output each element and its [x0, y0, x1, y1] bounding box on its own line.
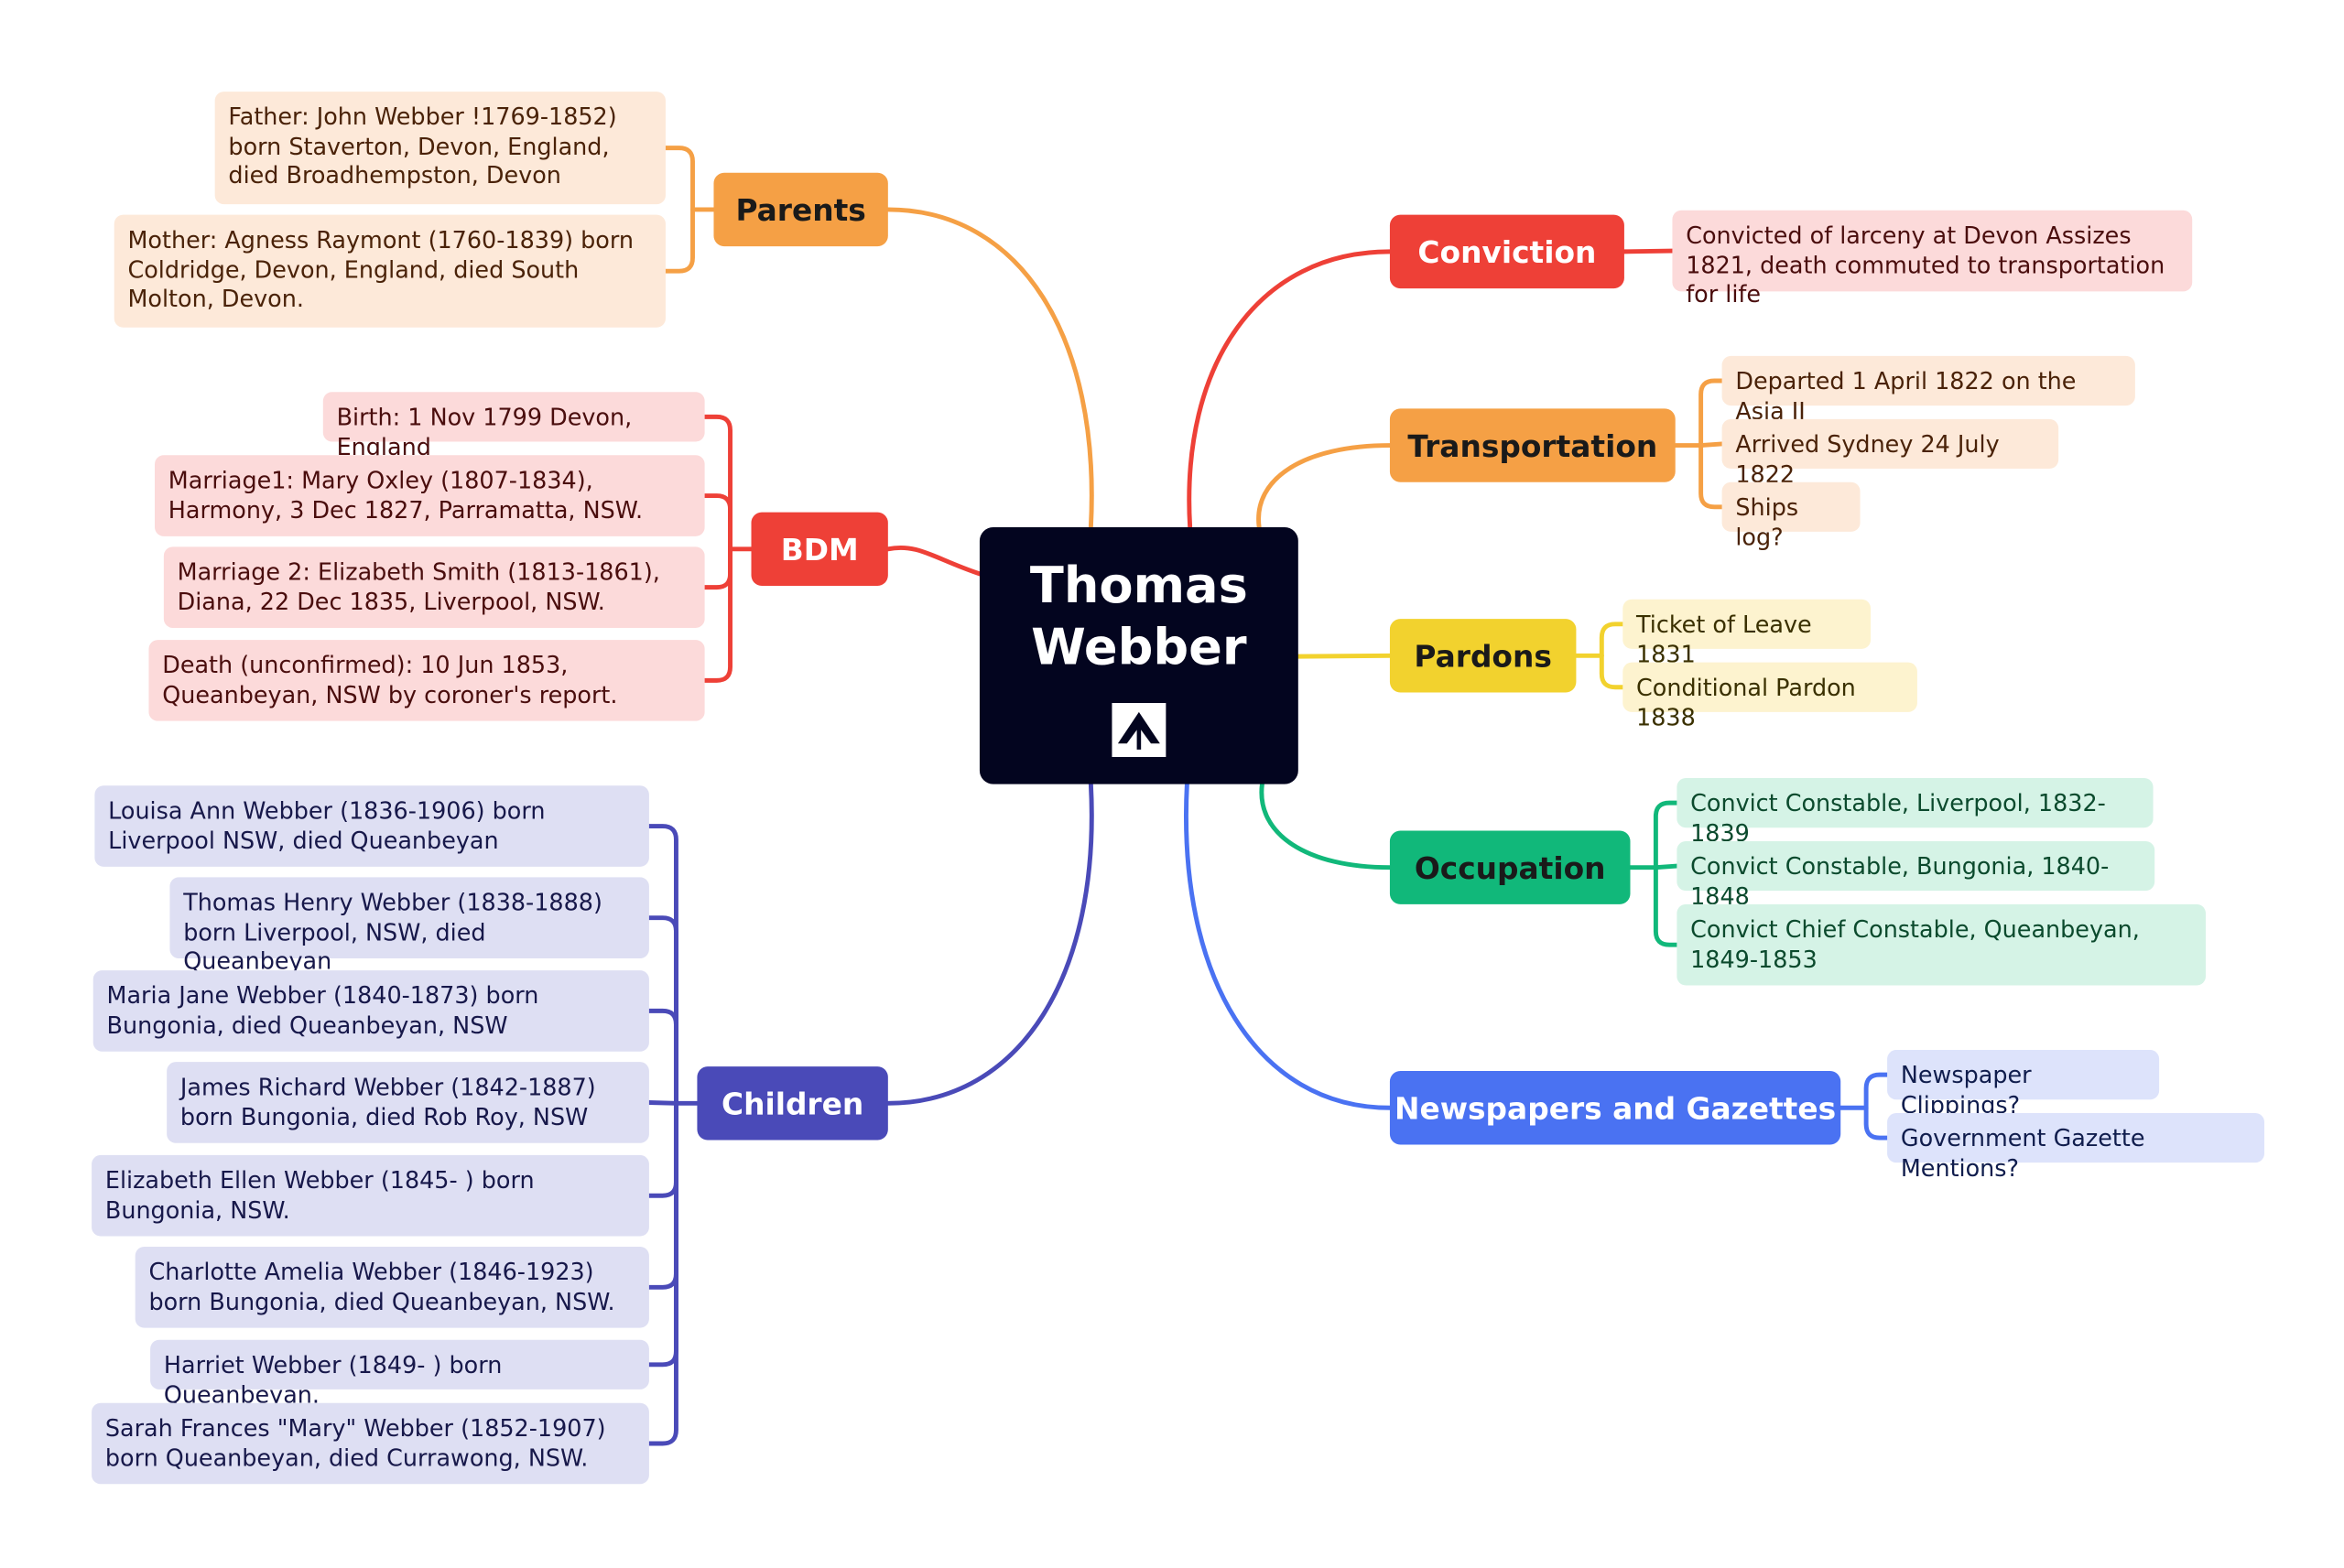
children-item[interactable]: Sarah Frances "Mary" Webber (1852-1907) … — [92, 1402, 649, 1485]
occupation-item[interactable]: Convict Constable, Liverpool, 1832-1839 — [1677, 778, 2154, 847]
connector-central-newspapers — [1184, 782, 1393, 1110]
connector-children-leaf — [646, 915, 678, 1106]
connector-newspapers-leaf — [1863, 1072, 1890, 1110]
conviction-item[interactable]: Convicted of larceny at Devon Assizes 18… — [1672, 210, 2193, 308]
connector-children-leaf — [646, 1008, 678, 1106]
children-item[interactable]: James Richard Webber (1842-1887) born Bu… — [167, 1062, 649, 1143]
bdm-item[interactable]: Death (unconfirmed): 10 Jun 1853, Queanb… — [148, 640, 705, 721]
children-item[interactable]: Thomas Henry Webber (1838-1888) born Liv… — [169, 877, 649, 975]
connector-central-children — [885, 782, 1094, 1106]
connector-children-leaf — [646, 1100, 678, 1198]
branch-transportation[interactable]: Transportation — [1389, 408, 1676, 482]
parents-item[interactable]: Mother: Agness Raymont (1760-1839) born … — [114, 214, 666, 328]
occupation-item[interactable]: Convict Chief Constable, Queanbeyan, 184… — [1677, 903, 2206, 986]
connector-children-leaf — [646, 1100, 678, 1446]
connector-occupation-leaf — [1653, 865, 1679, 947]
connector-occupation-leaf — [1653, 863, 1679, 871]
connector-bdm-leaf — [702, 414, 732, 552]
central-title-line: Webber — [1031, 617, 1247, 676]
children-item[interactable]: Louisa Ann Webber (1836-1906) born Liver… — [94, 785, 649, 867]
pardons-item[interactable]: Conditional Pardon 1838 — [1622, 662, 1917, 730]
transportation-item[interactable]: Arrived Sydney 24 July 1822 — [1721, 418, 2059, 488]
branch-children[interactable]: Children — [697, 1066, 888, 1141]
connector-bdm-leaf — [702, 546, 732, 590]
connector-central-occupation — [1259, 782, 1393, 871]
branch-newspapers[interactable]: Newspapers and Gazettes — [1389, 1071, 1841, 1145]
connector-occupation-leaf — [1653, 800, 1679, 871]
central-title-line: Thomas — [1029, 556, 1248, 615]
connector-conviction-leaf — [1622, 248, 1675, 254]
children-item[interactable]: Harriet Webber (1849- ) born Queanbeyan. — [150, 1339, 649, 1408]
connector-children-leaf — [646, 824, 678, 1106]
transportation-item[interactable]: Ships log? — [1721, 481, 1861, 550]
connector-transportation-leaf — [1698, 443, 1725, 510]
connector-transportation-leaf — [1698, 441, 1725, 449]
children-item[interactable]: Elizabeth Ellen Webber (1845- ) born Bun… — [92, 1154, 649, 1237]
pardons-item[interactable]: Ticket of Leave 1831 — [1622, 599, 1872, 667]
bdm-item[interactable]: Marriage 2: Elizabeth Smith (1813-1861),… — [163, 546, 705, 628]
connector-central-conviction — [1187, 249, 1393, 530]
connector-pardons-leaf — [1599, 622, 1625, 658]
connector-pardons-leaf — [1599, 653, 1625, 690]
connector-children-leaf — [646, 1100, 678, 1368]
connector-children-leaf — [646, 1100, 678, 1106]
connector-parents-leaf — [663, 146, 695, 212]
connector-central-bdm — [885, 545, 982, 577]
branch-parents[interactable]: Parents — [713, 172, 888, 247]
branch-pardons[interactable]: Pardons — [1389, 619, 1577, 693]
transportation-item[interactable]: Departed 1 April 1822 on the Asia II — [1721, 355, 2135, 425]
bdm-item[interactable]: Birth: 1 Nov 1799 Devon, England — [322, 392, 705, 460]
branch-conviction[interactable]: Conviction — [1389, 214, 1624, 289]
parents-item[interactable]: Father: John Webber !1769-1852) born Sta… — [214, 92, 666, 205]
branch-bdm[interactable]: BDM — [751, 512, 888, 586]
connector-central-pardons — [1296, 653, 1393, 659]
newspapers-item[interactable]: Newspaper Clippings? — [1887, 1050, 2160, 1119]
bdm-item[interactable]: Marriage1: Mary Oxley (1807-1834), Harmo… — [155, 455, 705, 536]
connector-transportation-leaf — [1698, 378, 1725, 449]
connector-central-transportation — [1256, 443, 1393, 530]
connector-bdm-leaf — [702, 493, 732, 552]
branch-occupation[interactable]: Occupation — [1389, 830, 1631, 904]
children-item[interactable]: Charlotte Amelia Webber (1846-1923) born… — [135, 1247, 649, 1328]
connector-newspapers-leaf — [1863, 1105, 1890, 1141]
children-item[interactable]: Maria Jane Webber (1840-1873) born Bungo… — [92, 970, 649, 1052]
newspapers-item[interactable]: Government Gazette Mentions? — [1887, 1112, 2264, 1182]
connector-parents-leaf — [663, 207, 695, 274]
occupation-item[interactable]: Convict Constable, Bungonia, 1840-1848 — [1677, 840, 2155, 910]
arrowhead-icon — [1112, 702, 1167, 758]
connector-central-parents — [885, 207, 1094, 530]
connector-bdm-leaf — [702, 546, 732, 683]
